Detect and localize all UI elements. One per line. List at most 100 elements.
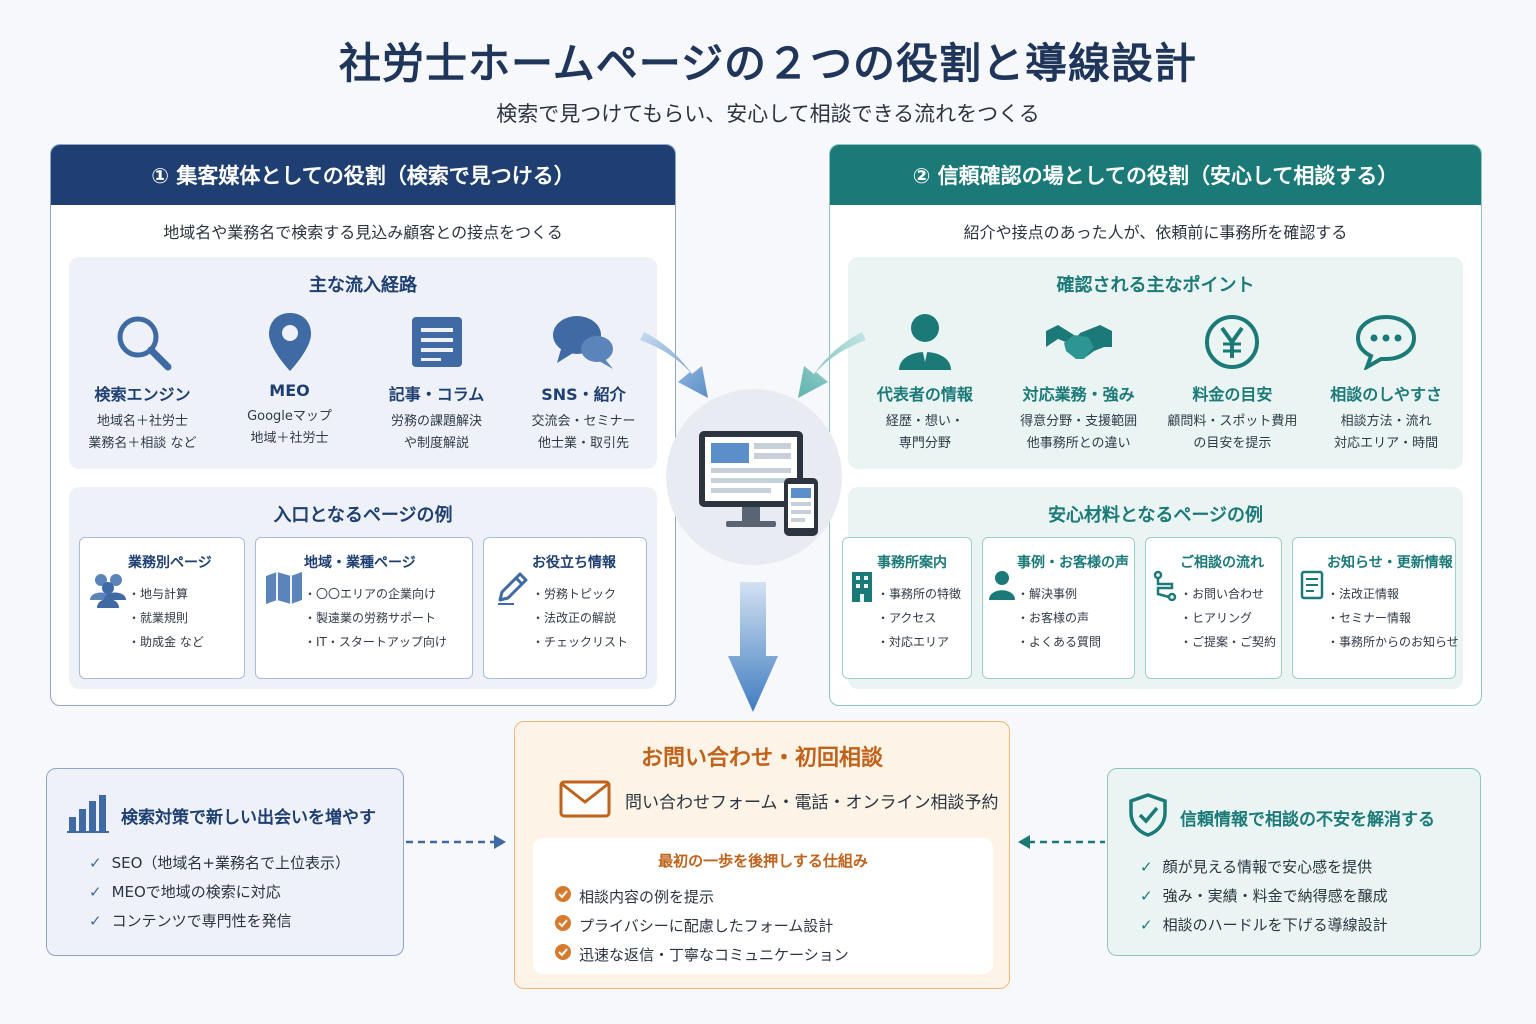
page-card-title: 事務所案内: [877, 555, 947, 571]
role2-panel: ② 信頼確認の場としての役割（安心して相談する） 紹介や接点のあった人が、依頼前…: [829, 144, 1482, 706]
point-detail: 他事務所との違い: [1026, 436, 1131, 451]
page-card-item: セミナー情報: [1327, 606, 1459, 630]
point-services: 対応業務・強み 得意分野・支援範囲他事務所との違い: [1006, 311, 1151, 455]
check-icon: ✓: [89, 883, 102, 901]
seo-note: 検索対策で新しい出会いを増やす ✓SEO（地域名+業務名で上位表示） ✓ MEOで…: [46, 768, 404, 956]
trust-pages-box: 安心材料となるページの例 事務所案内 事務所の特徴 アクセス 対応エリア: [842, 487, 1463, 689]
point-detail: の目安を提示: [1193, 436, 1272, 451]
page-card-item: ご提案・ご契約: [1180, 630, 1276, 654]
page-card-item: チェックリスト: [532, 630, 638, 654]
seo-note-text: MEOで地域の検索に対応: [111, 883, 281, 901]
document-icon: [364, 311, 509, 373]
inquiry-title: お問い合わせ・初回相談: [640, 746, 883, 771]
point-label: 料金の目安: [1192, 385, 1273, 404]
handshake-icon: [1006, 311, 1151, 373]
page-card-title: お役立ち情報: [532, 555, 616, 571]
page-card-item: 〇〇エリアの企業向け: [304, 582, 464, 606]
role1-heading: ① 集客媒体としての役割（検索で見つける）: [51, 145, 675, 205]
check-points-box: 確認される主なポイント 代表者の情報 経歴・想い・専門分野 対応業務・強み 得意…: [848, 257, 1463, 469]
page-card-region: 地域・業種ページ 〇〇エリアの企業向け 製遠業の労務サポート IT・スタートアッ…: [255, 537, 473, 679]
check-icon: ✓: [89, 912, 102, 930]
map-icon: [264, 552, 304, 678]
role1-description: 地域名や業務名で検索する見込み顧客との接点をつくる: [163, 223, 563, 242]
inquiry-support-item: 迅速な返信・丁寧なコミュニケーション: [555, 941, 993, 970]
search-icon: [70, 311, 215, 373]
page-card-item: 事務所からのお知らせ: [1327, 630, 1459, 654]
route-search-engine: 検索エンジン 地域名＋社労士業務名＋相談 など: [70, 311, 215, 455]
page-card-item: 事務所の特徴: [877, 582, 963, 606]
seo-note-title: 検索対策で新しい出会いを増やす: [121, 807, 376, 828]
role1-panel: ① 集客媒体としての役割（検索で見つける） 地域名や業務名で検索する見込み顧客と…: [50, 144, 676, 706]
speech-bubble-icon: [1314, 311, 1459, 373]
point-detail: 得意分野・支援範囲: [1020, 414, 1138, 429]
point-detail: 専門分野: [898, 436, 951, 451]
page-card-item: ヒアリング: [1180, 606, 1276, 630]
point-representative: 代表者の情報 経歴・想い・専門分野: [852, 311, 997, 455]
point-accessibility: 相談のしやすさ 相談方法・流れ対応エリア・時間: [1314, 311, 1459, 455]
map-pin-icon: [217, 311, 362, 373]
people-icon: [88, 552, 128, 678]
point-detail: 相談方法・流れ: [1340, 414, 1432, 429]
page-card-flow: ご相談の流れ お問い合わせ ヒアリング ご提案・ご契約: [1145, 537, 1282, 679]
inquiry-support-text: 迅速な返信・丁寧なコミュニケーション: [579, 946, 849, 964]
dashed-connector-left-head: [494, 835, 506, 849]
inquiry-support-text: 相談内容の例を提示: [579, 888, 715, 906]
check-icon: ✓: [1140, 887, 1153, 905]
role2-heading: ② 信頼確認の場としての役割（安心して相談する）: [830, 145, 1481, 205]
chat-bubbles-icon: [511, 311, 656, 373]
pencil-icon: [492, 552, 532, 678]
arrow-left-to-center: [640, 332, 708, 398]
point-label: 対応業務・強み: [1022, 385, 1135, 404]
check-badge-icon: [555, 912, 571, 941]
inquiry-support-title: 最初の一歩を後押しする仕組み: [658, 852, 868, 870]
check-badge-icon: [555, 941, 571, 970]
page-card-item: お客様の声: [1017, 606, 1129, 630]
seo-note-text: コンテンツで専門性を発信: [111, 912, 292, 930]
route-detail: 業務名＋相談 など: [88, 436, 197, 451]
page-card-item: 助成金 など: [128, 630, 236, 654]
person-icon: [852, 311, 997, 373]
arrow-down-to-inquiry: [728, 582, 778, 712]
page-card-title: お知らせ・更新情報: [1327, 555, 1453, 571]
entry-pages-title: 入口となるページの例: [273, 505, 453, 526]
page-card-item: アクセス: [877, 606, 963, 630]
route-detail: 地域名＋社労士: [96, 414, 188, 429]
route-detail: 交流会・セミナー: [531, 414, 636, 429]
inquiry-support-text: プライバシーに配慮したフォーム設計: [579, 917, 834, 935]
inquiry-channels: 問い合わせフォーム・電話・オンライン相談予約: [625, 793, 999, 813]
inquiry-box: お問い合わせ・初回相談 問い合わせフォーム・電話・オンライン相談予約 最初の一歩…: [514, 721, 1010, 989]
route-detail: 労務の課題解決: [390, 414, 482, 429]
check-icon: ✓: [1140, 858, 1153, 876]
page-card-item: お問い合わせ: [1180, 582, 1276, 606]
trust-note-item: ✓強み・実績・料金で納得感を醸成: [1140, 882, 1480, 911]
shield-check-icon: [1128, 793, 1168, 841]
route-meo: MEO Googleマップ地域＋社労士: [217, 311, 362, 455]
page-card-office: 事務所案内 事務所の特徴 アクセス 対応エリア: [842, 537, 972, 679]
flow-icon: [1150, 552, 1180, 678]
point-fees: 料金の目安 顧問料・スポット費用の目安を提示: [1160, 311, 1305, 455]
page-subtitle: 検索で見つけてもらい、安心して相談できる流れをつくる: [496, 102, 1040, 126]
news-icon: [1297, 552, 1327, 678]
page-title: 社労士ホームページの２つの役割と導線設計: [339, 39, 1197, 88]
seo-note-item: ✓ MEOで地域の検索に対応: [89, 878, 403, 907]
inquiry-support-item: 相談内容の例を提示: [555, 883, 993, 912]
route-detail: 他士業・取引先: [537, 436, 629, 451]
page-card-cases: 事例・お客様の声 解決事例 お客様の声 よくある質問: [982, 537, 1135, 679]
route-sns: SNS・紹介 交流会・セミナー他士業・取引先: [511, 311, 656, 455]
seo-note-item: ✓SEO（地域名+業務名で上位表示）: [89, 849, 403, 878]
inquiry-support-box: 最初の一歩を後押しする仕組み 相談内容の例を提示 プライバシーに配慮したフォーム…: [533, 838, 993, 974]
check-points-title: 確認される主なポイント: [1056, 275, 1255, 296]
trust-note: 信頼情報で相談の不安を解消する ✓顔が見える情報で安心感を提供 ✓強み・実績・料…: [1107, 768, 1481, 956]
inflow-routes-title: 主な流入経路: [309, 275, 417, 296]
smartphone-icon: [784, 478, 818, 536]
entry-pages-box: 入口となるページの例 業務別ページ 地与計算 就業規則 助成金 など: [69, 487, 657, 689]
check-badge-icon: [555, 883, 571, 912]
page-card-item: 解決事例: [1017, 582, 1129, 606]
dashed-connector-right-head: [1018, 835, 1030, 849]
check-icon: ✓: [89, 854, 102, 872]
bar-chart-icon: [67, 793, 109, 837]
user-icon: [987, 552, 1017, 678]
page-card-services: 業務別ページ 地与計算 就業規則 助成金 など: [79, 537, 245, 679]
point-detail: 経歴・想い・: [885, 414, 964, 429]
route-detail: Googleマップ: [247, 409, 332, 424]
